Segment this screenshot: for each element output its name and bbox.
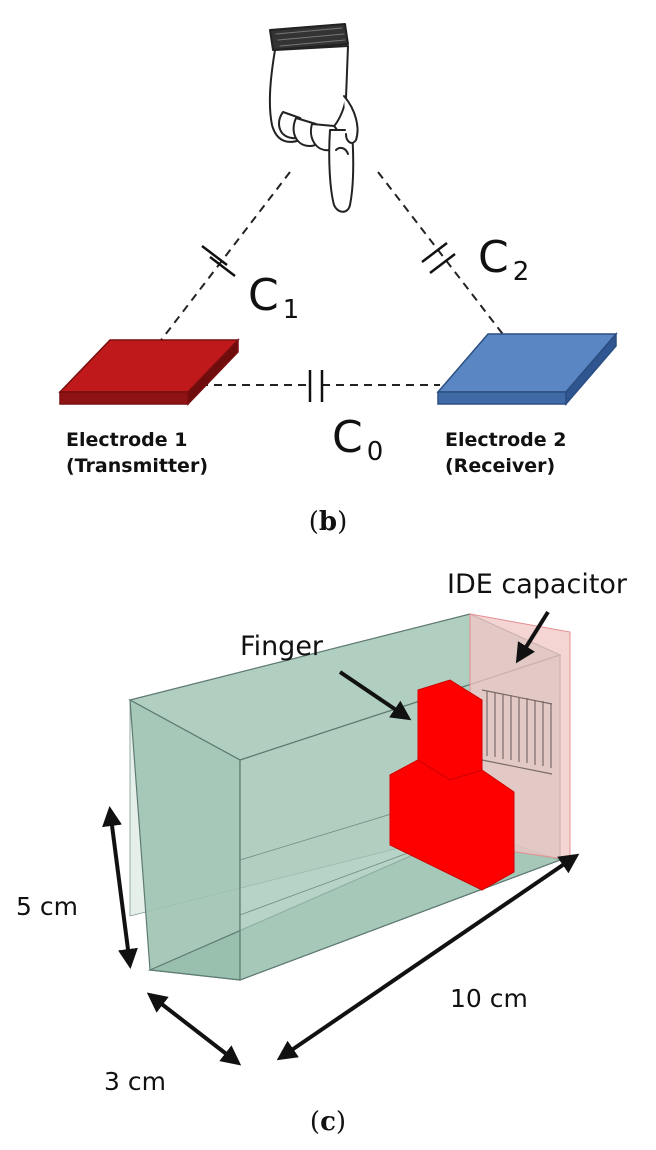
finger-label: Finger	[240, 631, 324, 662]
height-label: 5 cm	[16, 892, 78, 921]
ide-arrow	[515, 610, 550, 664]
capacitor-c0-symbol	[308, 370, 324, 402]
panel-c-caption: (c)	[310, 1107, 346, 1137]
electrode-1-plate	[58, 338, 240, 406]
finger-arrow	[338, 670, 412, 721]
electrode-2-role: (Receiver)	[445, 455, 555, 477]
width-dimension-arrow	[146, 992, 242, 1066]
capacitor-c2-symbol	[421, 242, 456, 274]
panel-c: IDE capacitor Finger 5 cm 3 cm 10 cm (c)	[16, 569, 628, 1137]
electrode-2-name: Electrode 2	[445, 429, 566, 451]
height-dimension-arrow	[102, 806, 138, 969]
length-label: 10 cm	[450, 984, 528, 1013]
ide-capacitor-label: IDE capacitor	[447, 569, 628, 600]
electrode-1-role: (Transmitter)	[66, 455, 208, 477]
electrode-2-plate	[436, 331, 618, 407]
pointing-hand-icon	[268, 23, 359, 213]
width-label: 3 cm	[104, 1067, 166, 1096]
electrode-1-name: Electrode 1	[66, 429, 187, 451]
panel-b-caption: (b)	[309, 507, 348, 537]
capacitor-c1-symbol	[201, 245, 236, 277]
length-dimension-arrow	[276, 853, 580, 1061]
